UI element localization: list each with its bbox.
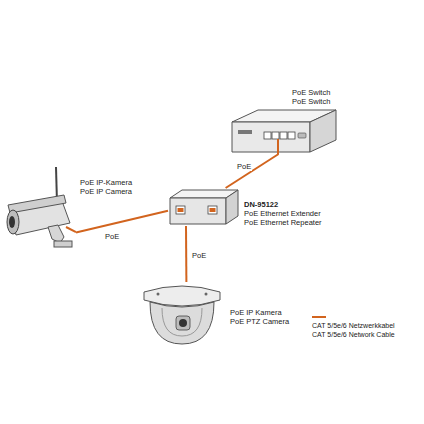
device-name: PoE IP-Kamera <box>80 178 132 187</box>
device-label: PoE PTZ Camera <box>230 317 289 326</box>
poe-cable <box>226 154 279 188</box>
cable-label: PoE <box>236 162 252 171</box>
switch-device: PoE SwitchPoE Switch <box>230 108 338 154</box>
device-label: PoE Ethernet Repeater <box>244 218 322 227</box>
device-name: PoE IP Kamera <box>230 308 282 317</box>
switch-illustration <box>230 108 338 154</box>
extender-device: DN-95122PoE Ethernet ExtenderPoE Etherne… <box>168 188 240 226</box>
device-label: PoE IP Camera <box>80 187 132 196</box>
poe-cable <box>185 226 187 282</box>
legend-text: CAT 5/5e/6 Netzwerkkabel <box>312 321 395 330</box>
dome-camera-illustration <box>138 282 226 347</box>
dome-camera-device: PoE IP KameraPoE PTZ Camera <box>138 282 226 347</box>
device-label: PoE Ethernet Extender <box>244 209 321 218</box>
extender-illustration <box>168 188 240 226</box>
cable-label: PoE <box>104 232 120 241</box>
cable-label: PoE <box>191 251 207 260</box>
bullet-camera-device: PoE IP-KameraPoE IP Camera <box>4 165 76 255</box>
device-name: DN-95122 <box>244 200 278 209</box>
poe-cable <box>76 211 168 233</box>
bullet-camera-illustration <box>4 165 76 255</box>
legend-cable-sample <box>312 316 326 318</box>
legend-text: CAT 5/5e/6 Network Cable <box>312 330 395 339</box>
device-name: PoE Switch <box>292 88 330 97</box>
device-label: PoE Switch <box>292 97 330 106</box>
